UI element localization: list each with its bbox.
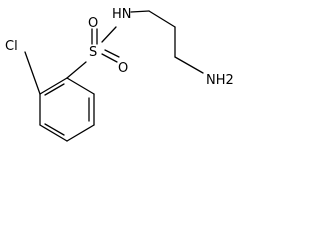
benzene-ring bbox=[39, 77, 95, 142]
ring-bond bbox=[66, 77, 95, 95]
nh-label: HN bbox=[112, 7, 132, 22]
amine-label: NH2 bbox=[206, 73, 234, 88]
ring-bond bbox=[39, 77, 68, 95]
ring-sulfur-bond bbox=[66, 61, 87, 79]
oxygen-label-top: O bbox=[88, 16, 98, 31]
oxygen-label-right: O bbox=[118, 61, 128, 76]
chlorine-label: Cl bbox=[5, 39, 18, 54]
sulfonyl-double-bond-right bbox=[104, 49, 120, 58]
ring-double-bond bbox=[44, 123, 65, 136]
chain-bond bbox=[148, 10, 176, 28]
ring-bond bbox=[39, 124, 68, 142]
molecule-diagram: HN S O O Cl NH2 bbox=[5, 7, 234, 142]
sulfur-nitrogen-bond bbox=[101, 26, 117, 43]
ring-bond bbox=[66, 124, 95, 142]
sulfonyl-double-bond-right bbox=[101, 53, 118, 63]
chain-bond bbox=[174, 56, 204, 74]
sulfur-label: S bbox=[89, 45, 97, 60]
ring-chlorine-bond bbox=[24, 51, 41, 95]
ring-double-bond bbox=[44, 83, 65, 96]
chain-bond bbox=[130, 10, 150, 13]
